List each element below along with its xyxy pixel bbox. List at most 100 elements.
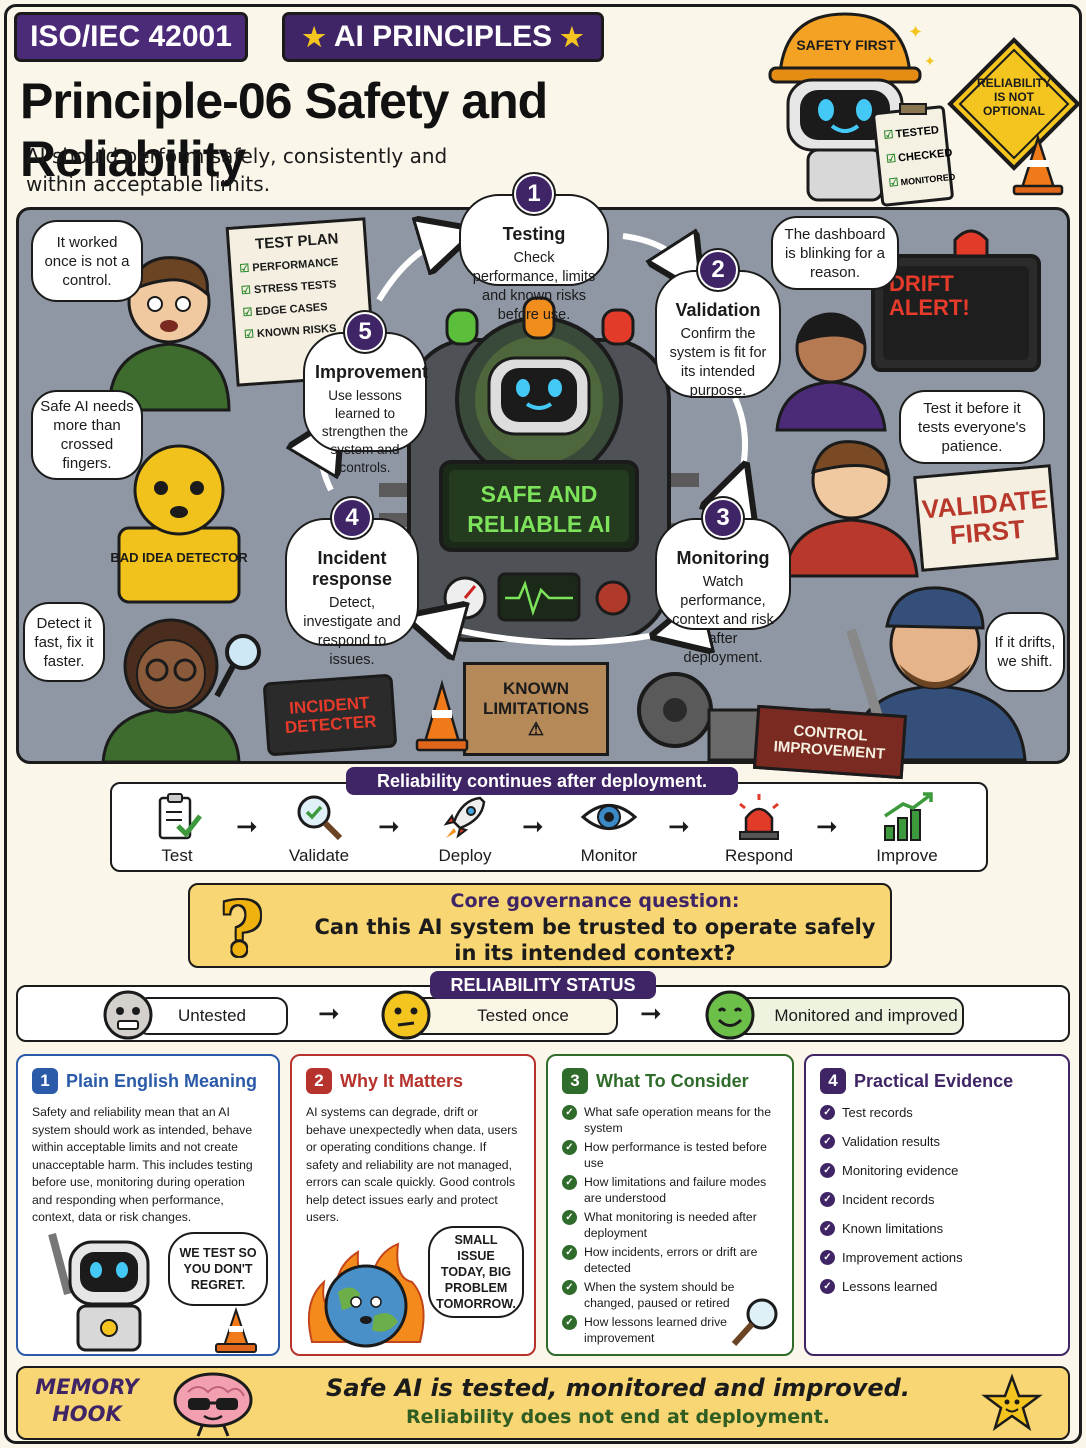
step-number: 2: [698, 250, 738, 290]
flow-item-test: Test: [122, 792, 232, 866]
machine-screen-text: SAFE AND: [481, 481, 598, 507]
burning-earth-illustration: [307, 1242, 425, 1348]
worried-man-illustration: [107, 256, 231, 412]
reliability-cycle-scene: SAFE AND RELIABLE AI TEST PLAN ☑ PERFORM…: [16, 174, 1070, 780]
eye-icon: [580, 804, 638, 830]
drift-alert-monitor: DRIFT ALERT!: [871, 254, 1041, 372]
page-frame: [4, 4, 1082, 1444]
status-banner: RELIABILITY STATUS: [430, 971, 656, 999]
flow-label: Validate: [288, 846, 350, 865]
status-untested: Untested: [136, 997, 288, 1035]
evidence-list: ✓Test records ✓Validation results ✓Monit…: [820, 1104, 1054, 1295]
flow-label: Monitor: [580, 846, 638, 865]
list-item: ✓When the system should be changed, paus…: [562, 1279, 778, 1311]
clipboard-check-icon: [158, 793, 202, 840]
traffic-cone-icon: [215, 1306, 257, 1353]
status-monitored-improved: Monitored and improved: [732, 997, 964, 1035]
clipboard-item: CHECKED: [898, 147, 953, 165]
drift-alert-text: DRIFT ALERT!: [889, 271, 970, 320]
flow-item-deploy: Deploy: [410, 792, 520, 866]
card-bubble: WE TEST SO YOU DON'T REGRET.: [168, 1232, 268, 1306]
memory-hook-subtitle: Reliability does not end at deployment.: [405, 1406, 831, 1428]
step-title: Monitoring: [676, 548, 770, 568]
list-item: ✓Lessons learned: [820, 1278, 1054, 1295]
step-validation: 2 Validation Confirm the system is fit f…: [655, 250, 781, 399]
step-incident-response: 4 Incident response Detect, investigate …: [285, 498, 419, 668]
consider-list: ✓What safe operation means for the syste…: [562, 1104, 778, 1346]
woman-with-magnifier-illustration: [101, 618, 261, 764]
traffic-cone-icon: [415, 679, 469, 752]
quote-bubble: The dashboard is blinking for a reason.: [771, 216, 899, 290]
neutral-face-icon: [381, 990, 431, 1040]
list-item: ✓How performance is tested before use: [562, 1139, 778, 1171]
arrow-right-icon: ➞: [640, 999, 662, 1029]
happy-face-icon: [705, 990, 755, 1040]
card-number: 2: [306, 1068, 332, 1094]
traffic-cone-icon: [1012, 133, 1064, 196]
smiling-star-icon: [981, 1373, 1043, 1432]
standard-badge-label: ISO/IEC 42001: [30, 20, 232, 53]
quote-bubble: Detect it fast, fix it faster.: [23, 602, 105, 682]
step-description: Watch performance, context and risk afte…: [672, 574, 774, 666]
card-number: 1: [32, 1068, 58, 1094]
step-number: 4: [332, 498, 372, 538]
step-description: Confirm the system is fit for its intend…: [669, 326, 767, 399]
warning-sign-text: RELIABILITY IS NOT OPTIONAL: [977, 76, 1051, 118]
quote-bubble: It worked once is not a control.: [31, 220, 143, 302]
memory-hook: MEMORY HOOK Safe AI is tested, monitored…: [16, 1366, 1070, 1440]
card-why-it-matters: 2 Why It Matters AI systems can degrade,…: [290, 1054, 536, 1356]
list-item: ✓Monitoring evidence: [820, 1162, 1054, 1179]
step-title: Improvement: [315, 362, 429, 382]
card-body: AI systems can degrade, drift or behave …: [306, 1105, 518, 1224]
bad-idea-sign-text: BAD IDEA DETECTOR: [110, 550, 248, 565]
mechanic-with-wrench-illustration: [846, 586, 1027, 762]
magnifier-icon: [731, 1298, 778, 1347]
page-title: Principle-06 Safety and Reliability: [20, 73, 548, 187]
svg-text:☑: ☑: [886, 153, 897, 166]
arrow-right-icon: ➞: [318, 999, 340, 1029]
crash-test-dummy-illustration: BAD IDEA DETECTOR: [110, 444, 248, 604]
arrow-right-icon: ➞: [236, 812, 258, 842]
step-monitoring: 3 Monitoring Watch performance, context …: [655, 498, 791, 666]
card-number: 4: [820, 1068, 846, 1094]
clipboard-item: TESTED: [895, 124, 939, 140]
svg-text:☑: ☑: [888, 177, 899, 190]
list-item: ✓Known limitations: [820, 1220, 1054, 1237]
alarm-light-icon: [739, 794, 779, 840]
list-item: ✓What monitoring is needed after deploym…: [562, 1209, 778, 1241]
arrow-right-icon: ➞: [668, 812, 690, 842]
lifecycle-flow: Test ➞ Validate ➞ Deploy ➞ Monitor ➞: [110, 782, 988, 872]
memory-hook-label: MEMORY HOOK: [35, 1375, 139, 1426]
star-icon: ★: [560, 21, 584, 52]
question-mark-icon: ?: [220, 887, 264, 973]
svg-text:✦: ✦: [924, 54, 936, 70]
flow-item-monitor: Monitor: [554, 792, 664, 866]
list-item: ✓How incidents, errors or drift are dete…: [562, 1244, 778, 1276]
card-title: What To Consider: [596, 1070, 749, 1091]
step-title: Testing: [502, 224, 566, 244]
list-item: ✓How lessons learned drive improvement: [562, 1314, 778, 1346]
safety-robot-illustration: SAFETY FIRST TESTED CHECKED MONITORED ☑ …: [768, 12, 956, 207]
list-item: ✓Validation results: [820, 1133, 1054, 1150]
svg-text:✦: ✦: [908, 22, 923, 43]
category-badge: ★ AI PRINCIPLES ★: [282, 12, 604, 62]
card-practical-evidence: 4 Practical Evidence ✓Test records ✓Vali…: [804, 1054, 1070, 1356]
card-plain-english: 1 Plain English Meaning Safety and relia…: [16, 1054, 280, 1356]
arrow-right-icon: ➞: [816, 812, 838, 842]
robot-with-wrench-illustration: [48, 1232, 150, 1352]
known-limitations-box: KNOWN LIMITATIONS ⚠: [463, 662, 609, 756]
flow-banner: Reliability continues after deployment.: [346, 767, 738, 795]
step-testing: 1 Testing Check performance, limits and …: [459, 174, 609, 323]
step-number: 1: [514, 174, 554, 214]
standard-badge: ISO/IEC 42001: [14, 12, 248, 62]
warning-sign: [947, 37, 1081, 171]
governance-question: ? Core governance question: Can this AI …: [188, 883, 892, 973]
pointing-woman-illustration: [775, 312, 887, 432]
flow-item-improve: Improve: [852, 792, 962, 866]
arrow-right-icon: ➞: [378, 812, 400, 842]
quote-bubble: If it drifts, we shift.: [985, 612, 1065, 692]
quote-bubble: Safe AI needs more than crossed fingers.: [31, 390, 143, 480]
step-improvement: 5 Improvement Use lessons learned to str…: [303, 312, 429, 475]
step-title: Incident response: [311, 548, 393, 589]
growth-chart-icon: [884, 792, 933, 841]
